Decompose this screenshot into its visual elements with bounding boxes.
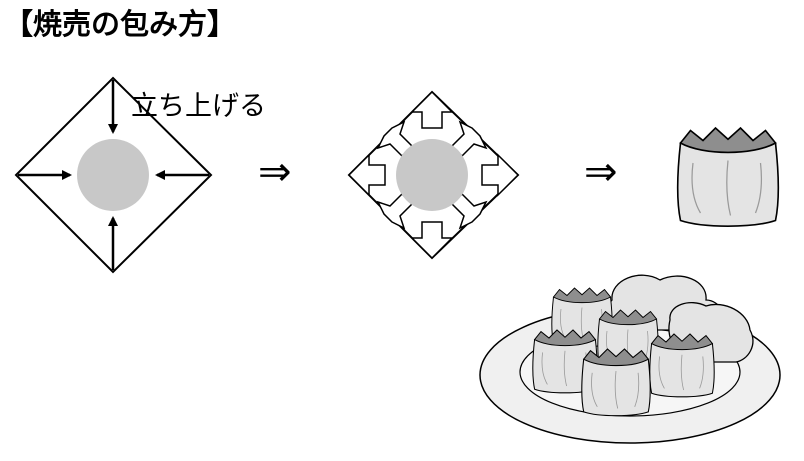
step-arrow-icon: ⇒ bbox=[258, 152, 292, 192]
fold-up-label: 立ち上げる bbox=[131, 89, 266, 125]
filling-circle bbox=[77, 139, 149, 211]
finished-shumai bbox=[678, 128, 779, 226]
step-arrow-icon: ⇒ bbox=[584, 152, 618, 192]
step2-wrapper bbox=[349, 92, 518, 258]
plate-of-shumai bbox=[480, 275, 780, 443]
filling-circle bbox=[396, 139, 468, 211]
